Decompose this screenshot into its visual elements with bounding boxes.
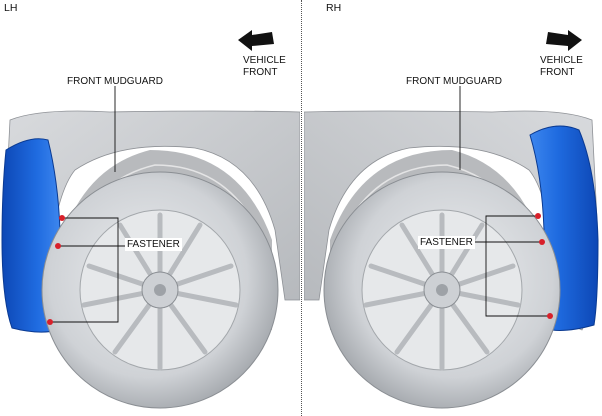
lh-illustration: [1, 30, 300, 409]
arrow-right-icon: [546, 30, 582, 51]
rh-front-mudguard: [529, 125, 599, 331]
fastener-marker: [59, 215, 65, 221]
lh-side-label: LH: [4, 2, 18, 14]
fastener-marker: [55, 243, 61, 249]
rh-direction-line-2: FRONT: [540, 67, 575, 78]
lh-part-label: FRONT MUDGUARD: [67, 76, 163, 87]
lh-direction-line-1: VEHICLE: [243, 55, 286, 66]
fastener-marker: [547, 313, 553, 319]
rh-vehicle-front-label: VEHICLE FRONT: [540, 55, 583, 79]
arrow-left-icon: [238, 30, 274, 51]
rh-part-label: FRONT MUDGUARD: [406, 76, 502, 87]
lh-vehicle-front-label: VEHICLE FRONT: [243, 55, 286, 79]
rh-side-label: RH: [326, 2, 342, 14]
fastener-marker: [47, 319, 53, 325]
fastener-marker: [535, 213, 541, 219]
lh-panel: LH VEHICLE FRONT FRONT MUDGUARD FASTENER: [0, 0, 300, 416]
fastener-marker: [539, 239, 545, 245]
panel-divider: [301, 0, 302, 416]
rh-panel: RH VEHICLE FRONT FRONT MUDGUARD FASTENER: [304, 0, 602, 416]
rh-fasteners: [535, 213, 553, 319]
rh-direction-line-1: VEHICLE: [540, 55, 583, 66]
lh-fasteners: [47, 215, 65, 325]
rh-fastener-label: FASTENER: [418, 236, 475, 249]
lh-fastener-leaders: [50, 217, 126, 323]
rh-fastener-leaders: [474, 215, 550, 317]
lh-fastener-label: FASTENER: [125, 238, 182, 251]
lh-direction-line-2: FRONT: [243, 67, 278, 78]
